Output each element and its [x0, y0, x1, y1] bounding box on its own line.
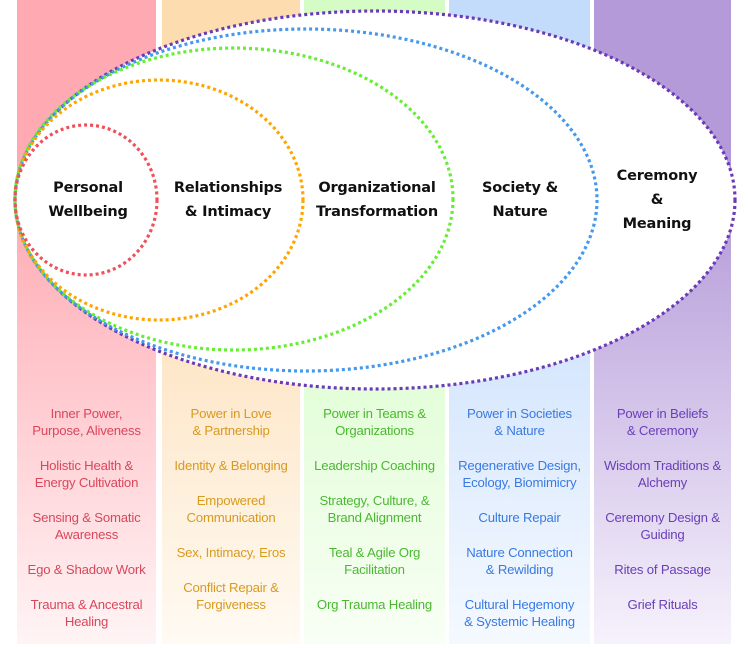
list-item: Sex, Intimacy, Eros: [176, 545, 286, 560]
list-item: Regenerative Design, Ecology, Biomimicry: [458, 458, 581, 490]
list-item: Conflict Repair & Forgiveness: [183, 580, 279, 612]
list-item: Wisdom Traditions & Alchemy: [603, 458, 722, 490]
column-items: Power in Beliefs & Ceremony Wisdom Tradi…: [594, 405, 731, 631]
ring-society-nature: [13, 27, 599, 373]
list-item: Trauma & Ancestral Healing: [30, 597, 143, 629]
list-item: Org Trauma Healing: [316, 597, 433, 612]
list-item: Ego & Shadow Work: [27, 562, 146, 577]
list-item: Empowered Communication: [186, 493, 276, 525]
column-items: Power in Societies & Nature Regenerative…: [449, 405, 590, 648]
ring-label-organizational-transformation: Organizational Transformation: [316, 180, 438, 220]
list-item: Ceremony Design & Guiding: [605, 510, 720, 542]
list-item: Rites of Passage: [614, 562, 711, 577]
column-items: Inner Power, Purpose, Aliveness Holistic…: [17, 405, 156, 648]
outer-ring-fill: [15, 11, 735, 389]
list-item: Sensing & Somatic Awareness: [32, 510, 141, 542]
ring-organizational-transformation: [13, 46, 455, 352]
list-item: Culture Repair: [478, 510, 561, 525]
ring-label-ceremony-meaning: Ceremony & Meaning: [616, 168, 698, 232]
ring-label-personal-wellbeing: Personal Wellbeing: [48, 180, 128, 220]
list-item: Grief Rituals: [627, 597, 698, 612]
list-item: Cultural Hegemony & Systemic Healing: [464, 597, 575, 629]
list-item: Power in Love & Partnership: [190, 406, 272, 438]
column-items: Power in Teams & Organizations Leadershi…: [304, 405, 445, 631]
list-item: Power in Beliefs & Ceremony: [616, 406, 709, 438]
list-item: Leadership Coaching: [314, 458, 435, 473]
list-item: Power in Societies & Nature: [467, 406, 572, 438]
list-item: Inner Power, Purpose, Aliveness: [32, 406, 141, 438]
list-item: Identity & Belonging: [174, 458, 288, 473]
ring-label-society-nature: Society & Nature: [481, 180, 559, 220]
list-item: Teal & Agile Org Facilitation: [328, 545, 421, 577]
list-item: Power in Teams & Organizations: [323, 406, 426, 438]
list-item: Nature Connection & Rewilding: [466, 545, 573, 577]
column-items: Power in Love & Partnership Identity & B…: [162, 405, 300, 631]
ring-personal-wellbeing: [13, 123, 159, 277]
ring-label-relationships-intimacy: Relationships & Intimacy: [173, 180, 283, 220]
list-item: Strategy, Culture, & Brand Alignment: [319, 493, 430, 525]
list-item: Holistic Health & Energy Cultivation: [34, 458, 139, 490]
